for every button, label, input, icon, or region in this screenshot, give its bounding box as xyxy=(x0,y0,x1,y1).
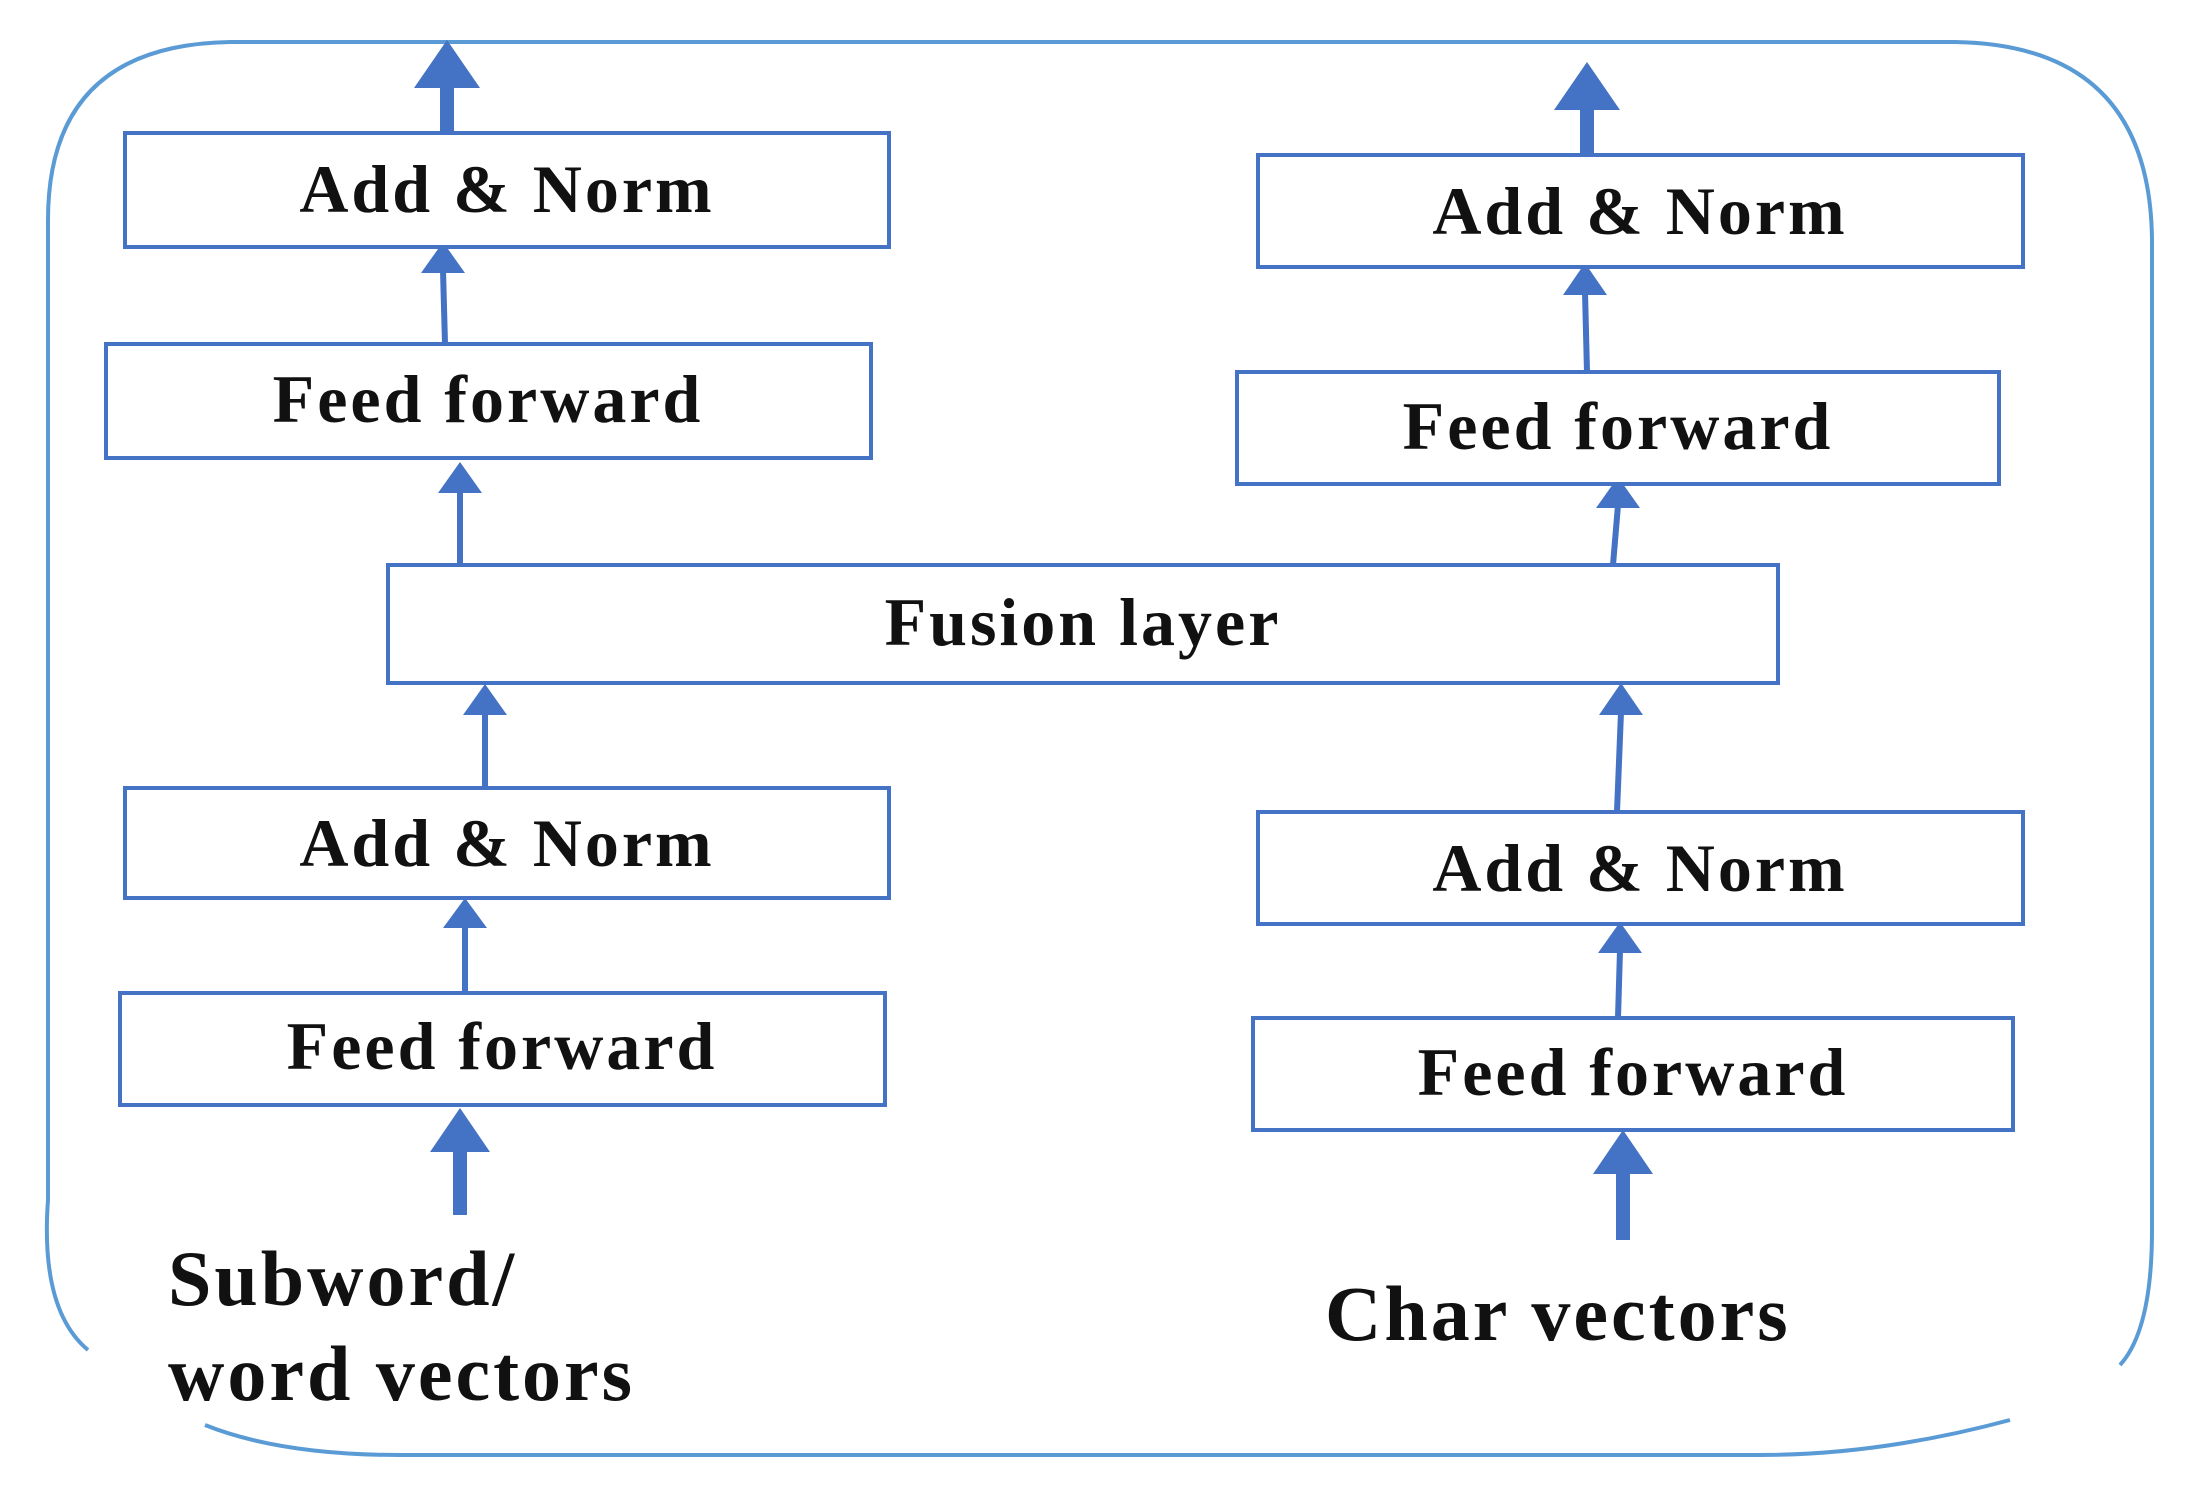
right-upper-feed-forward-box: Feed forward xyxy=(1235,370,2001,486)
right-lower-feed-forward-label: Feed forward xyxy=(1418,1034,1849,1110)
left-lower-feed-forward-label: Feed forward xyxy=(287,1008,718,1084)
left-lower-add-norm-box: Add & Norm xyxy=(123,786,891,900)
right-arrow-ff-to-addnorm-upper xyxy=(1563,263,1607,373)
right-arrow-addnorm-to-fusion xyxy=(1599,683,1643,813)
left-input-label-line2: word vectors xyxy=(168,1330,635,1417)
left-arrow-ff-to-addnorm-upper xyxy=(421,242,465,345)
left-upper-feed-forward-box: Feed forward xyxy=(104,342,873,460)
left-upper-add-norm-box: Add & Norm xyxy=(123,131,891,249)
fusion-layer-label: Fusion layer xyxy=(885,584,1282,660)
left-arrow-fusion-to-ff xyxy=(438,462,482,565)
left-lower-add-norm-label: Add & Norm xyxy=(299,805,714,881)
right-input-arrow xyxy=(1593,1130,1653,1240)
right-output-arrow xyxy=(1554,62,1620,155)
right-arrow-ff-to-addnorm xyxy=(1598,922,1642,1019)
right-input-label: Char vectors xyxy=(1325,1270,1791,1357)
left-upper-add-norm-label: Add & Norm xyxy=(299,151,714,227)
right-lower-feed-forward-box: Feed forward xyxy=(1251,1016,2015,1132)
outer-container xyxy=(44,40,2154,1457)
right-upper-add-norm-box: Add & Norm xyxy=(1256,153,2025,269)
right-lower-add-norm-box: Add & Norm xyxy=(1256,810,2025,926)
left-upper-feed-forward-label: Feed forward xyxy=(273,361,704,437)
left-arrow-addnorm-to-fusion xyxy=(463,684,507,788)
left-arrow-ff-to-addnorm xyxy=(443,898,487,993)
left-output-arrow xyxy=(414,40,480,133)
right-lower-add-norm-label: Add & Norm xyxy=(1432,830,1847,906)
right-upper-feed-forward-label: Feed forward xyxy=(1403,388,1834,464)
left-input-arrow xyxy=(430,1108,490,1215)
left-input-label-line1: Subword/ xyxy=(168,1235,517,1322)
right-arrow-fusion-to-ff xyxy=(1596,477,1640,566)
left-lower-feed-forward-box: Feed forward xyxy=(118,991,887,1107)
right-upper-add-norm-label: Add & Norm xyxy=(1432,173,1847,249)
fusion-layer-box: Fusion layer xyxy=(386,563,1780,685)
